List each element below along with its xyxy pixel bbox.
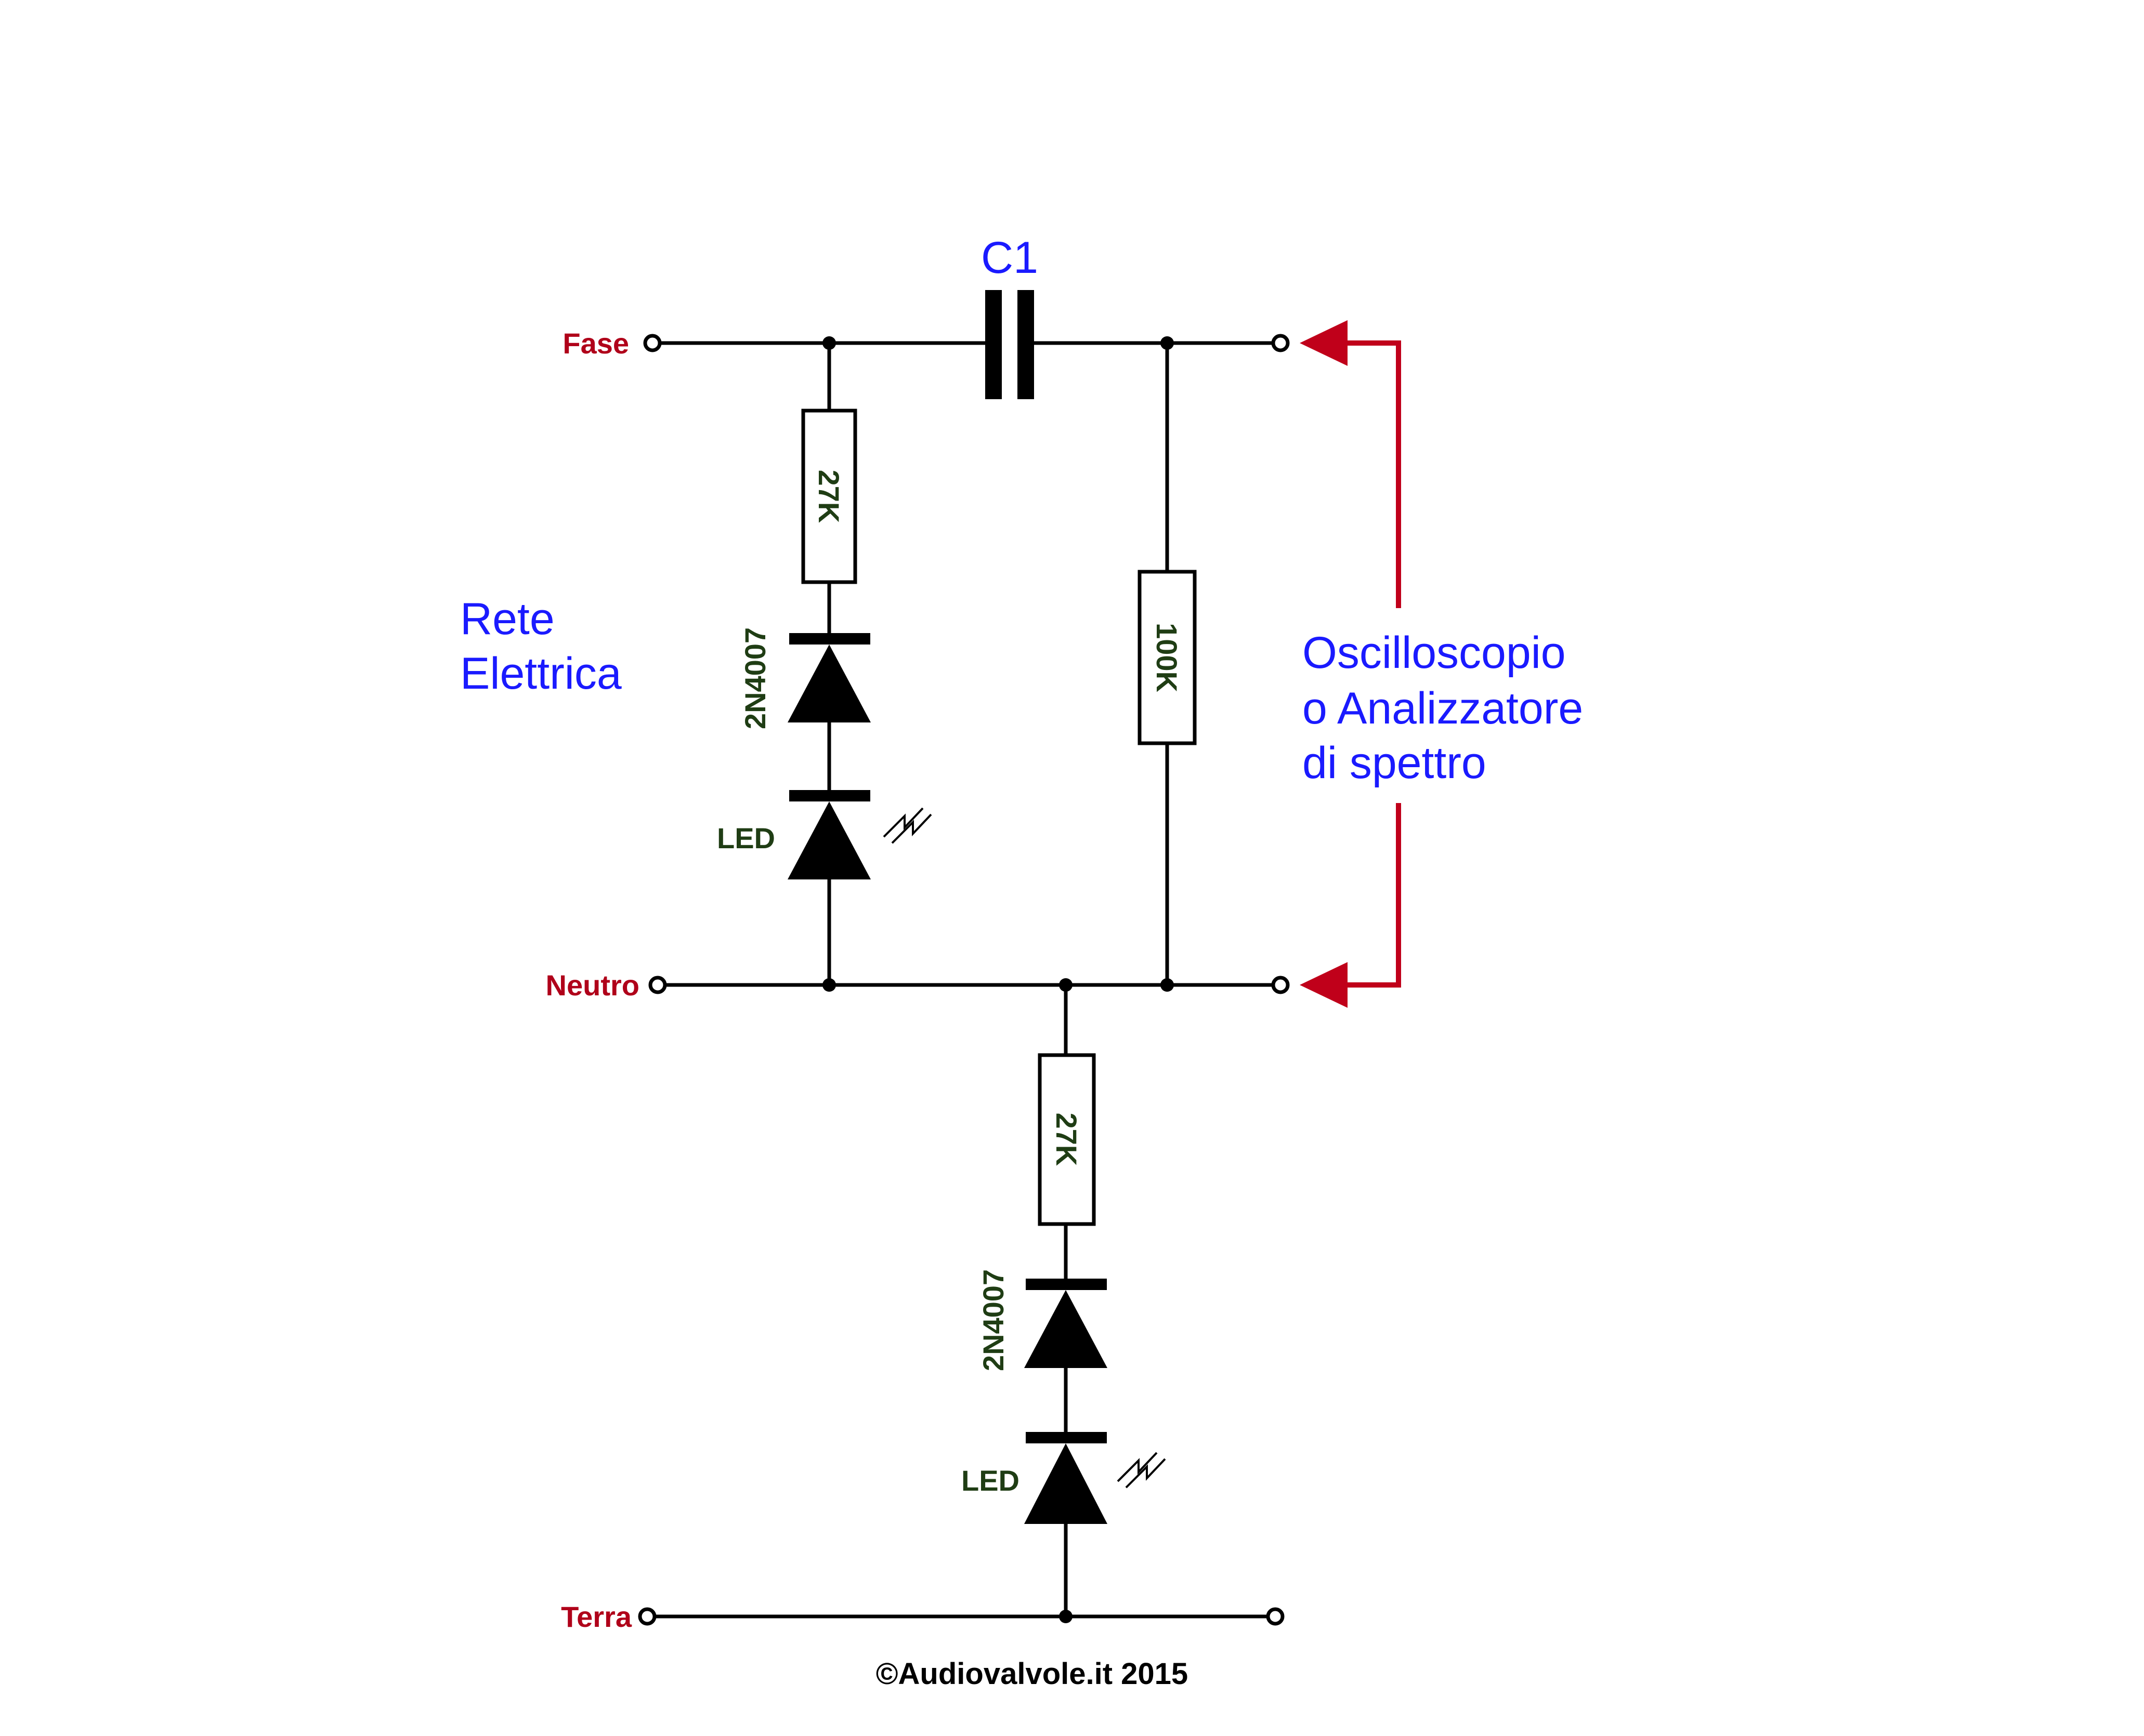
terminal-fase-out (1271, 334, 1290, 352)
resistor-label-100k: 100K (1151, 623, 1183, 692)
capacitor-plate-right (1017, 290, 1034, 399)
arrow-line-top (1331, 340, 1401, 608)
terminal-fase-in (643, 334, 662, 352)
wires (652, 341, 1274, 1619)
led-top (788, 790, 932, 879)
rete-label-line1: Rete (460, 594, 555, 644)
terminal-label-neutro: Neutro (546, 969, 639, 1002)
diode-2n4007-top (788, 633, 871, 722)
capacitor-c1 (985, 290, 1034, 399)
led-light-rays-icon (1117, 1452, 1166, 1489)
capacitor-plate-left (985, 290, 1002, 399)
diode-cathode-bar (1026, 1279, 1107, 1290)
diode-triangle (788, 645, 871, 722)
resistor-27k-bottom (1038, 1053, 1096, 1226)
terminal-neutro-out (1271, 976, 1290, 994)
diode-cathode-bar (789, 633, 870, 645)
resistor-label-27k-bottom: 27K (1050, 1113, 1083, 1166)
junction-dot (1059, 1610, 1073, 1623)
junction-dot (1059, 978, 1073, 992)
arrow-head-bottom-icon (1300, 962, 1348, 1008)
terminal-terra-in (638, 1607, 657, 1626)
terminals (638, 334, 1290, 1626)
led-light-rays-icon (883, 807, 932, 844)
diode-triangle (1024, 1290, 1107, 1368)
led-label-top: LED (717, 822, 775, 854)
oscilloscope-label-line2: o Analizzatore (1302, 683, 1583, 733)
diode-2n4007-bottom (1024, 1279, 1107, 1368)
led-label-bottom: LED (961, 1464, 1019, 1497)
diode-label-bottom: 2N4007 (977, 1269, 1010, 1371)
led-triangle (788, 801, 871, 879)
terminal-label-terra: Terra (561, 1600, 632, 1633)
resistor-100k (1138, 570, 1197, 745)
junction-dot (1160, 336, 1174, 350)
diode-label-top: 2N4007 (739, 627, 772, 729)
led-cathode-bar (789, 790, 870, 801)
led-cathode-bar (1026, 1432, 1107, 1443)
arrow-head-top-icon (1300, 320, 1348, 366)
resistor-label-27k-top: 27K (813, 470, 845, 523)
junction-dot (822, 978, 836, 992)
terminal-terra-out (1266, 1607, 1285, 1626)
oscilloscope-label-line1: Oscilloscopio (1302, 628, 1566, 678)
terminal-neutro-in (648, 976, 667, 994)
oscilloscope-label-line3: di spettro (1302, 738, 1486, 788)
capacitor-label: C1 (981, 233, 1038, 283)
junction-dot (1160, 978, 1174, 992)
rete-label-line2: Elettrica (460, 649, 622, 699)
oscilloscope-connection (1300, 320, 1401, 1008)
led-triangle (1024, 1443, 1107, 1524)
resistor-27k-top (801, 409, 857, 584)
junction-dot (822, 336, 836, 350)
junction-dots (822, 336, 1174, 1623)
led-bottom (1024, 1432, 1166, 1524)
copyright-footer: ©Audiovalvole.it 2015 (876, 1657, 1188, 1691)
arrow-line-bottom (1331, 803, 1401, 988)
terminal-label-fase: Fase (563, 327, 629, 360)
